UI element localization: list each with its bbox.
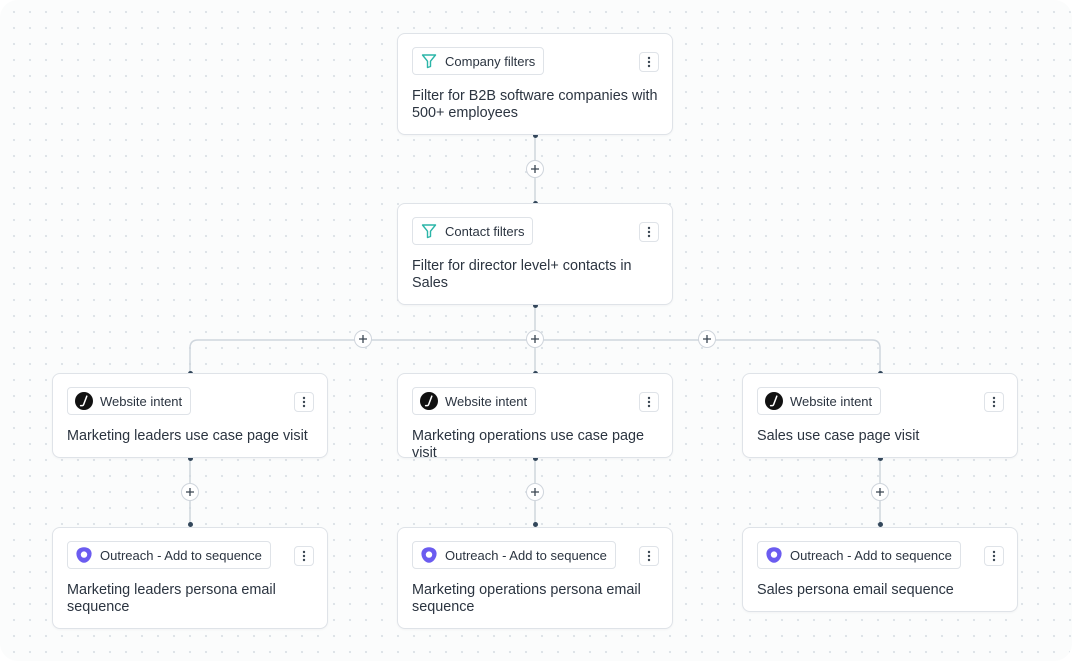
step-type-chip[interactable]: Website intent — [757, 387, 882, 415]
outreach-node-marketing-leaders[interactable]: Outreach - Add to sequence Marketing lea… — [52, 527, 328, 629]
step-type-label: Website intent — [790, 393, 873, 409]
add-step-button[interactable] — [526, 483, 544, 501]
website-intent-icon — [765, 392, 783, 410]
connector-dot — [532, 302, 538, 308]
step-description: Marketing leaders use case page visit — [67, 428, 308, 444]
step-description: Filter for director level+ contacts in S… — [412, 258, 632, 291]
more-options-button[interactable] — [984, 546, 1004, 566]
add-step-button[interactable] — [354, 330, 372, 348]
connector-dot — [532, 132, 538, 138]
add-step-button[interactable] — [871, 483, 889, 501]
contact-filters-node[interactable]: Contact filters Filter for director leve… — [397, 203, 673, 305]
add-step-button[interactable] — [526, 160, 544, 178]
step-type-label: Outreach - Add to sequence — [445, 547, 607, 563]
step-type-chip[interactable]: Company filters — [412, 47, 545, 75]
outreach-icon — [420, 546, 438, 564]
step-description: Marketing operations persona email seque… — [412, 582, 641, 615]
more-options-button[interactable] — [294, 546, 314, 566]
step-description: Sales persona email sequence — [757, 582, 954, 598]
more-options-button[interactable] — [639, 392, 659, 412]
step-description: Filter for B2B software companies with 5… — [412, 88, 658, 121]
step-type-chip[interactable]: Website intent — [67, 387, 192, 415]
more-options-button[interactable] — [294, 392, 314, 412]
step-type-chip[interactable]: Website intent — [412, 387, 537, 415]
outreach-node-sales[interactable]: Outreach - Add to sequence Sales persona… — [742, 527, 1018, 612]
plus-icon — [703, 335, 711, 343]
more-vertical-icon — [302, 396, 306, 408]
website-intent-node-sales[interactable]: Website intent Sales use case page visit — [742, 373, 1018, 458]
step-type-label: Company filters — [445, 53, 536, 69]
more-vertical-icon — [992, 396, 996, 408]
connector-dot — [532, 455, 538, 461]
step-type-label: Website intent — [445, 393, 528, 409]
connector-dot — [877, 455, 883, 461]
plus-icon — [359, 335, 367, 343]
funnel-icon — [420, 52, 438, 70]
more-vertical-icon — [992, 550, 996, 562]
more-vertical-icon — [647, 226, 651, 238]
website-intent-node-marketing-leaders[interactable]: Website intent Marketing leaders use cas… — [52, 373, 328, 458]
more-vertical-icon — [647, 550, 651, 562]
connector-dot — [532, 521, 538, 527]
connector-dot — [187, 455, 193, 461]
connector-dot — [187, 521, 193, 527]
more-options-button[interactable] — [639, 546, 659, 566]
more-options-button[interactable] — [984, 392, 1004, 412]
more-options-button[interactable] — [639, 52, 659, 72]
step-type-label: Outreach - Add to sequence — [100, 547, 262, 563]
website-intent-node-marketing-ops[interactable]: Website intent Marketing operations use … — [397, 373, 673, 461]
connector-dot — [877, 521, 883, 527]
company-filters-node[interactable]: Company filters Filter for B2B software … — [397, 33, 673, 135]
step-description: Sales use case page visit — [757, 428, 920, 444]
step-type-chip[interactable]: Outreach - Add to sequence — [412, 541, 616, 569]
step-type-chip[interactable]: Outreach - Add to sequence — [757, 541, 961, 569]
plus-icon — [531, 335, 539, 343]
plus-icon — [531, 165, 539, 173]
outreach-icon — [75, 546, 93, 564]
add-step-button[interactable] — [698, 330, 716, 348]
step-type-chip[interactable]: Outreach - Add to sequence — [67, 541, 271, 569]
outreach-icon — [765, 546, 783, 564]
funnel-icon — [420, 222, 438, 240]
plus-icon — [876, 488, 884, 496]
plus-icon — [531, 488, 539, 496]
step-type-label: Outreach - Add to sequence — [790, 547, 952, 563]
website-intent-icon — [75, 392, 93, 410]
more-vertical-icon — [647, 396, 651, 408]
more-options-button[interactable] — [639, 222, 659, 242]
step-type-label: Contact filters — [445, 223, 525, 239]
add-step-button[interactable] — [181, 483, 199, 501]
step-type-label: Website intent — [100, 393, 183, 409]
more-vertical-icon — [302, 550, 306, 562]
add-step-button[interactable] — [526, 330, 544, 348]
website-intent-icon — [420, 392, 438, 410]
step-description: Marketing leaders persona email sequence — [67, 582, 276, 615]
step-description: Marketing operations use case page visit — [412, 428, 644, 461]
outreach-node-marketing-ops[interactable]: Outreach - Add to sequence Marketing ope… — [397, 527, 673, 629]
plus-icon — [186, 488, 194, 496]
more-vertical-icon — [647, 56, 651, 68]
step-type-chip[interactable]: Contact filters — [412, 217, 534, 245]
